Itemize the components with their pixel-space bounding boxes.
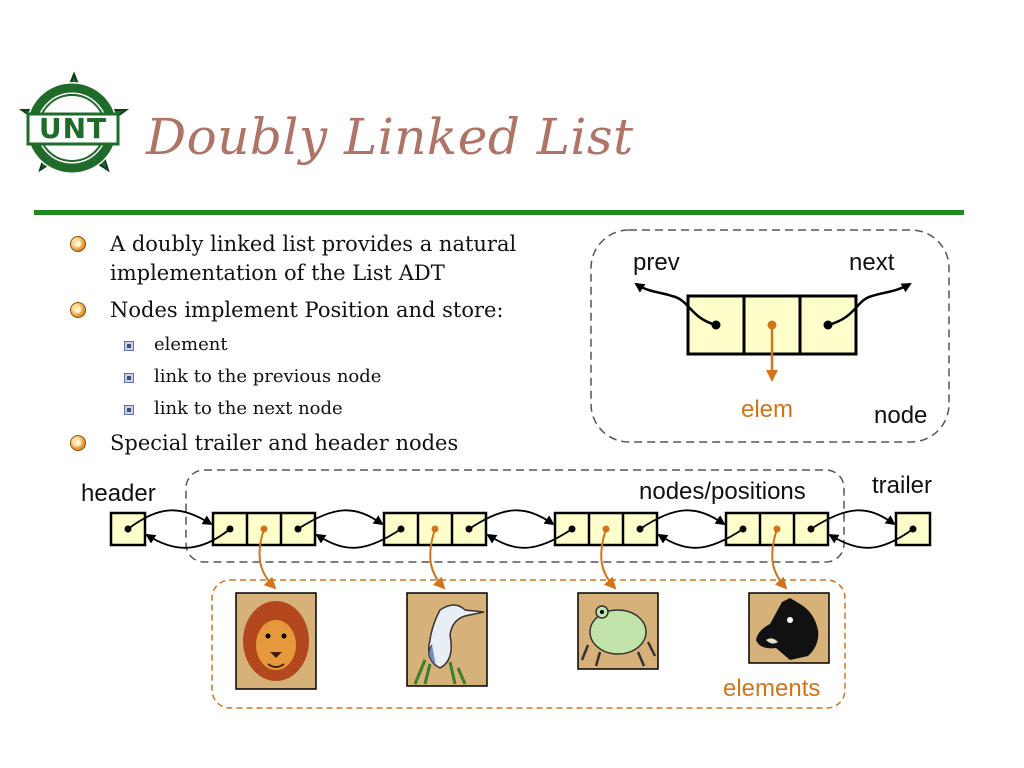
link-arrows — [127, 509, 914, 549]
title-divider — [34, 210, 964, 215]
positions-label: nodes/positions — [639, 478, 806, 505]
prev-link-arrow — [634, 282, 717, 327]
sub-bullet-item: element — [70, 333, 570, 357]
frog-icon — [577, 592, 659, 670]
bullet-marker-icon — [70, 435, 86, 451]
bullet-marker-icon — [70, 302, 86, 318]
prev-label: prev — [633, 249, 680, 276]
elements-label: elements — [723, 675, 821, 702]
sub-bullet-marker-icon — [124, 405, 134, 415]
positions-frame — [185, 469, 845, 563]
heron-icon — [406, 592, 488, 687]
header-label: header — [81, 480, 156, 507]
sub-bullet-marker-icon — [124, 341, 134, 351]
bullet-item: Nodes implement Position and store: — [70, 296, 570, 325]
node-label: node — [874, 402, 928, 429]
next-label: next — [849, 249, 895, 276]
node-frame — [590, 229, 950, 443]
bullet-item: A doubly linked list provides a natural … — [70, 230, 570, 288]
element-arrows — [258, 528, 788, 590]
bullet-item: Special trailer and header nodes — [70, 429, 570, 458]
sub-bullet-item: link to the previous node — [70, 365, 570, 389]
lion-icon — [235, 592, 317, 690]
sub-bullet-item: link to the next node — [70, 397, 570, 421]
next-link-arrow — [827, 282, 912, 327]
elem-label: elem — [741, 396, 794, 423]
elements-frame — [211, 579, 846, 709]
unt-logo: UNT — [14, 71, 134, 184]
bullet-list: A doubly linked list provides a natural … — [70, 230, 570, 466]
bullet-marker-icon — [70, 236, 86, 252]
horse-icon — [748, 592, 830, 664]
trailer-label: trailer — [872, 472, 933, 499]
sub-bullet-marker-icon — [124, 373, 134, 383]
page-title: Doubly Linked List — [146, 108, 634, 166]
logo-text: UNT — [38, 112, 108, 145]
